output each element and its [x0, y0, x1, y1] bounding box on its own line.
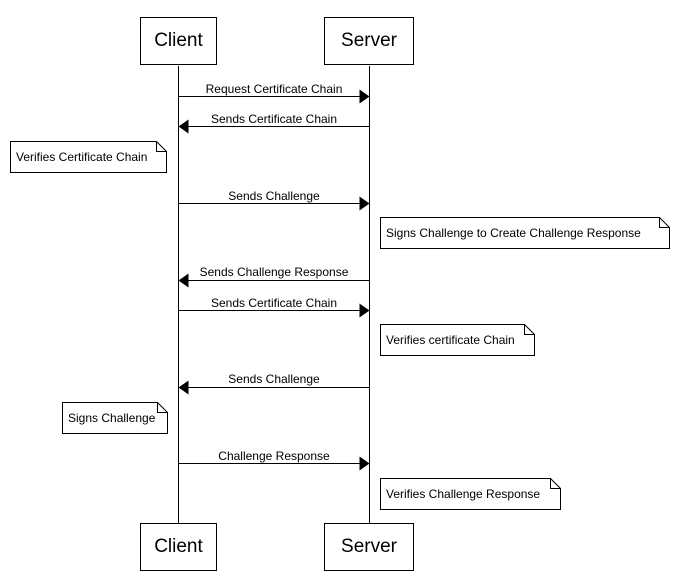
- server-lifeline: [369, 66, 370, 523]
- message-label-7: Challenge Response: [218, 449, 330, 463]
- note-4-text: Signs Challenge: [68, 411, 156, 425]
- message-label-3: Sends Challenge: [228, 189, 320, 203]
- message-arrowhead-1: [359, 89, 370, 104]
- note-5-text: Verifies Challenge Response: [386, 487, 541, 501]
- message-arrowhead-5: [359, 303, 370, 318]
- server-actor-bottom: Server: [324, 523, 414, 571]
- message-label-1: Request Certificate Chain: [205, 82, 343, 96]
- client-actor-bottom: Client: [140, 523, 217, 571]
- note-2-text: Signs Challenge to Create Challenge Resp…: [386, 226, 641, 240]
- note-2: Signs Challenge to Create Challenge Resp…: [380, 217, 670, 249]
- message-arrowhead-7: [359, 456, 370, 471]
- message-arrowhead-4: [178, 273, 189, 288]
- note-4: Signs Challenge: [62, 402, 168, 434]
- server-actor-top: Server: [324, 17, 414, 65]
- message-label-4: Sends Challenge Response: [199, 265, 349, 279]
- message-arrowhead-3: [359, 196, 370, 211]
- client-lifeline: [178, 66, 179, 523]
- message-label-6: Sends Challenge: [228, 372, 320, 386]
- note-1-text: Verifies Certificate Chain: [16, 150, 148, 164]
- message-arrowhead-6: [178, 380, 189, 395]
- message-label-5: Sends Certificate Chain: [210, 296, 338, 310]
- message-arrowhead-2: [178, 119, 189, 134]
- note-1: Verifies Certificate Chain: [10, 141, 167, 173]
- client-actor-top: Client: [140, 17, 217, 65]
- note-5: Verifies Challenge Response: [380, 478, 561, 510]
- message-label-2: Sends Certificate Chain: [210, 112, 338, 126]
- note-3: Verifies certificate Chain: [380, 324, 535, 356]
- note-3-text: Verifies certificate Chain: [386, 333, 515, 347]
